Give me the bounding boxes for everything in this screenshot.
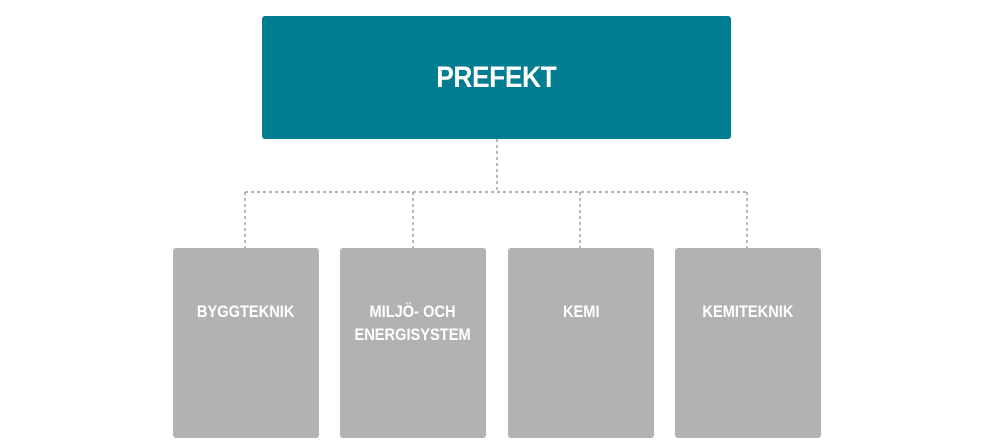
prefekt-box: PREFEKT	[262, 16, 731, 139]
byggteknik-label: BYGGTEKNIK	[197, 302, 295, 321]
kemiteknik-box: KEMITEKNIK	[675, 248, 821, 438]
miljo-och-energisystem-label: MILJÖ- OCH ENERGISYSTEM	[354, 302, 472, 344]
prefekt-label: PREFEKT	[436, 60, 557, 94]
kemi-box: KEMI	[508, 248, 654, 438]
kemi-label: KEMI	[562, 302, 600, 321]
miljo-och-energisystem-box: MILJÖ- OCH ENERGISYSTEM	[340, 248, 486, 438]
byggteknik-box: BYGGTEKNIK	[173, 248, 319, 438]
kemiteknik-label: KEMITEKNIK	[702, 302, 794, 321]
